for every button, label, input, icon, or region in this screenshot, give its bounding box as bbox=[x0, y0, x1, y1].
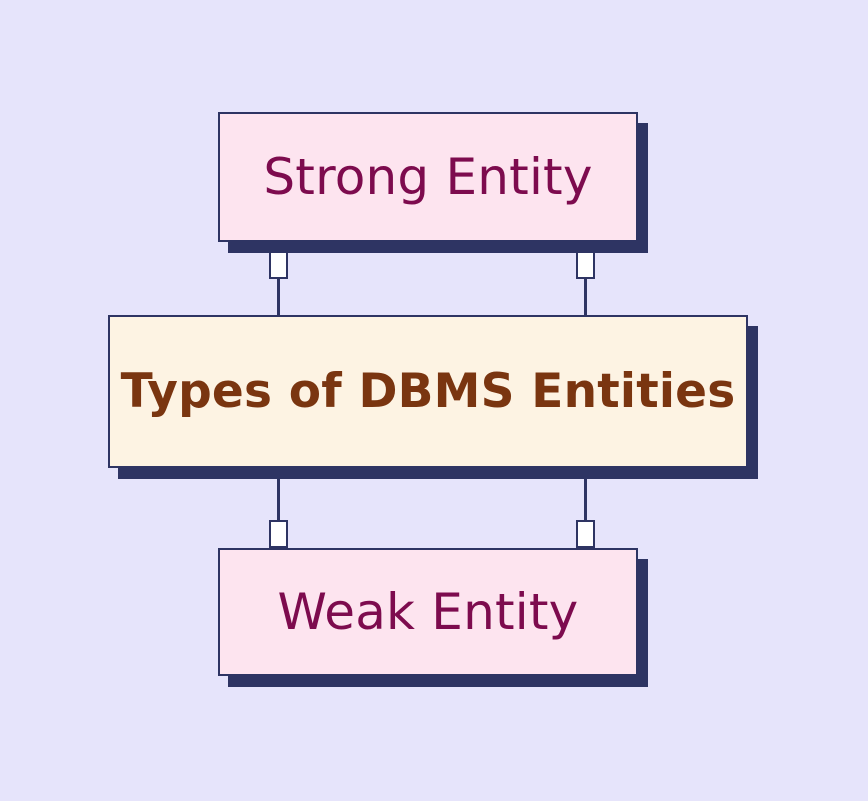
node-strong-entity-face: Strong Entity bbox=[218, 112, 638, 242]
connector-line-center-to-weak-right bbox=[584, 478, 587, 522]
node-center-title[interactable]: Types of DBMS Entities bbox=[108, 315, 758, 479]
connector-node-strong-right bbox=[576, 251, 595, 279]
node-strong-entity-label: Strong Entity bbox=[263, 147, 593, 206]
connector-node-strong-left bbox=[269, 251, 288, 279]
node-center-title-face: Types of DBMS Entities bbox=[108, 315, 748, 468]
node-weak-entity-face: Weak Entity bbox=[218, 548, 638, 676]
node-strong-entity[interactable]: Strong Entity bbox=[218, 112, 648, 253]
node-center-title-label: Types of DBMS Entities bbox=[120, 363, 736, 419]
connector-node-weak-left bbox=[269, 520, 288, 548]
connector-node-weak-right bbox=[576, 520, 595, 548]
connector-line-center-to-weak-left bbox=[277, 478, 280, 522]
connector-line-strong-to-center-right bbox=[584, 277, 587, 317]
connector-line-strong-to-center-left bbox=[277, 277, 280, 317]
node-weak-entity-label: Weak Entity bbox=[277, 582, 579, 641]
node-weak-entity[interactable]: Weak Entity bbox=[218, 548, 648, 687]
